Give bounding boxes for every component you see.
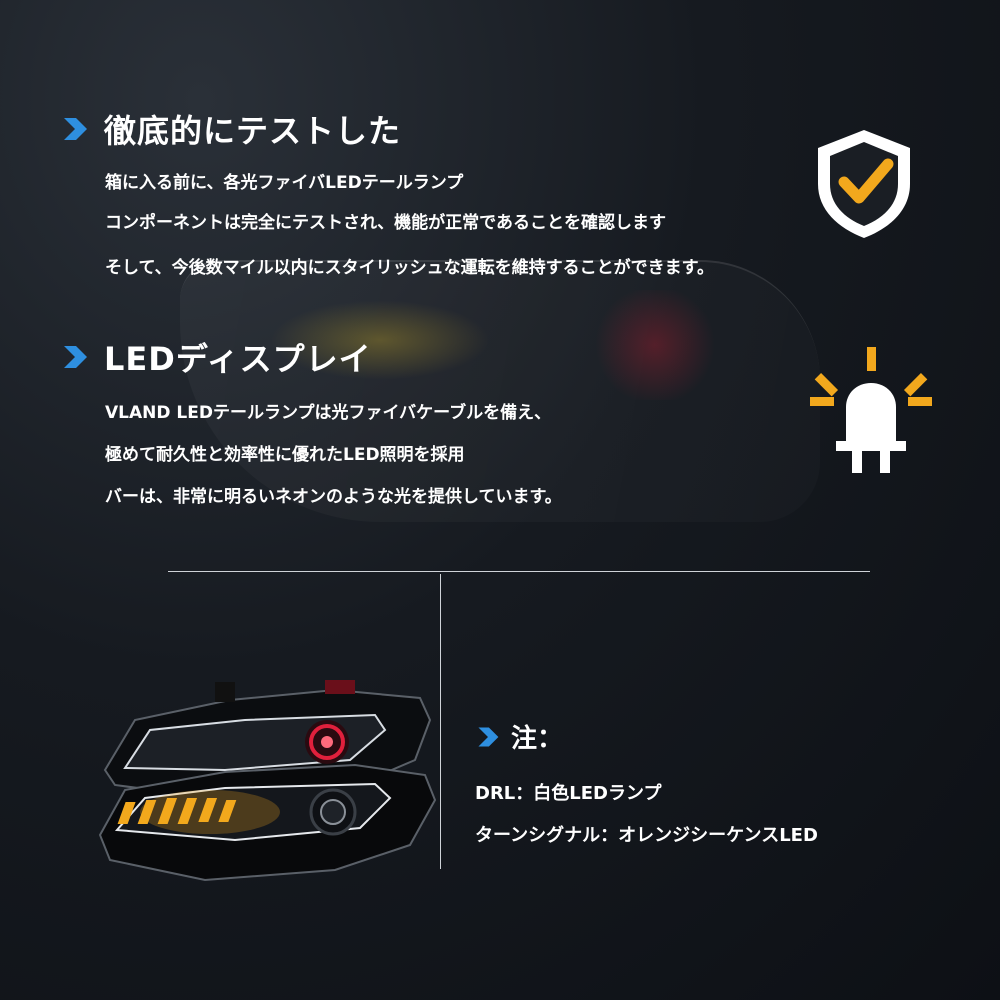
chevron-right-icon bbox=[64, 346, 87, 368]
section-led-heading: LEDディスプレイ bbox=[60, 334, 372, 380]
led-bulb-icon bbox=[810, 347, 932, 473]
background-red-glow bbox=[590, 290, 720, 400]
chevron-right-icon bbox=[64, 118, 87, 140]
horizontal-divider bbox=[168, 571, 870, 572]
section-led-line-2: 極めて耐久性と効率性に優れたLED照明を採用 bbox=[105, 445, 465, 465]
section-led-line-3: バーは、非常に明るいネオンのような光を提供しています。 bbox=[105, 487, 562, 507]
chevron-right-icon bbox=[478, 726, 499, 747]
vertical-divider bbox=[440, 574, 441, 869]
note-title: 注： bbox=[511, 724, 564, 754]
section-test-line-2: コンポーネントは完全にテストされ、機能が正常であることを確認します bbox=[105, 213, 666, 233]
note-line-turn-signal: ターンシグナル：オレンジシーケンスLED bbox=[475, 825, 818, 846]
section-led-title: LEDディスプレイ bbox=[104, 340, 372, 378]
headlamp-product-image bbox=[98, 680, 437, 882]
section-test-line-3: そして、今後数マイル以内にスタイリッシュな運転を維持することができます。 bbox=[105, 258, 714, 278]
shield-check-icon bbox=[818, 130, 910, 238]
section-test-line-1: 箱に入る前に、各光ファイバLEDテールランプ bbox=[105, 173, 464, 193]
note-heading: 注： bbox=[475, 718, 563, 755]
section-test-title: 徹底的にテストした bbox=[104, 112, 402, 150]
section-led-line-1: VLAND LEDテールランプは光ファイバケーブルを備え、 bbox=[105, 403, 552, 423]
note-line-drl: DRL：白色LEDランプ bbox=[475, 783, 662, 804]
background-headlamp-ghost bbox=[180, 260, 820, 522]
background-amber-glow bbox=[270, 300, 490, 380]
section-test-heading: 徹底的にテストした bbox=[60, 106, 401, 152]
